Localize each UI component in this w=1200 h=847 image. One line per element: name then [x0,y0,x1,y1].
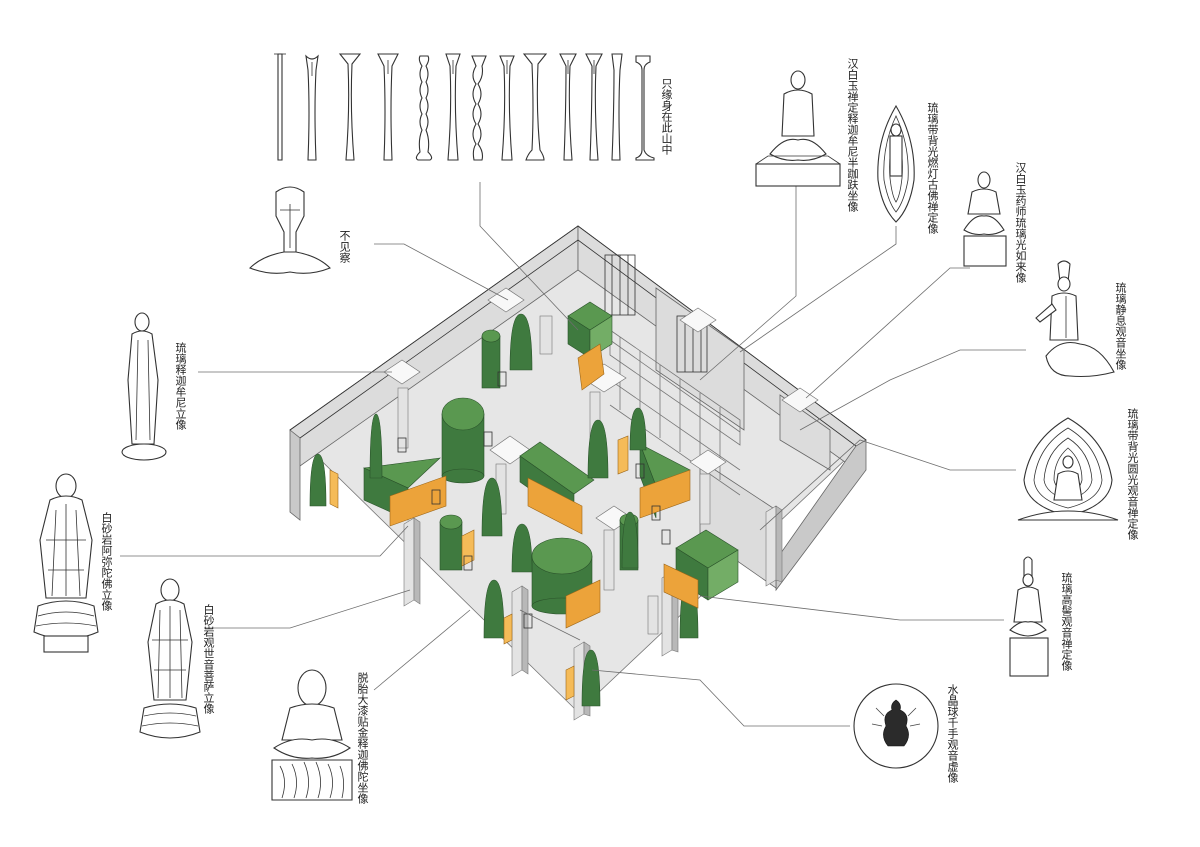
label-liuli-gaoji: 琉璃高髻观音禅定像 [1060,572,1073,671]
front-left-wall [289,429,301,521]
label-baishayan-guanyin: 白砂岩观世音菩萨立像 [202,604,215,714]
label-baishayan-amituo: 白砂岩阿弥陀佛立像 [100,512,113,611]
round-halo-icon [1017,417,1119,521]
stand-icon [445,53,461,161]
label-hanbaiyu-yaoshi: 汉白玉药师琉璃光如来像 [1014,162,1027,283]
label-liuli-yuanguang: 琉璃带背光圆光观音禅定像 [1126,408,1139,540]
stand-icon [585,53,603,161]
label-liuli-jingxi: 琉璃静息观音坐像 [1114,282,1127,370]
label-shuijing: 水晶球千手观音虚像 [946,684,959,783]
stand-icon [635,55,655,161]
pillars [403,315,783,721]
seated-buddha-icon [963,171,1007,267]
stand-icon [274,53,286,161]
seated-buddha-icon [755,70,841,187]
stand-icon [305,54,319,161]
seated-buddha-icon [249,186,331,274]
stand-icon [338,53,362,161]
label-liuli-randeng: 琉璃带背光燃灯古佛禅定像 [926,102,939,234]
stand-icon [611,53,623,161]
grid-screen [609,329,741,496]
stand-icon [377,53,399,161]
flame-halo-buddha-icon [877,104,915,223]
leader-lines [120,178,1026,727]
stand-icon [415,55,433,161]
standing-buddha-icon [121,312,167,461]
standing-bodhisattva-icon [139,578,201,739]
label-hanbaiyu-shijia: 汉白玉禅定释迦牟尼半跏趺坐像 [846,58,859,212]
standing-buddha-icon [33,473,99,653]
label-bujiancha: 不见察 [338,230,351,263]
stand-icon [559,53,577,161]
small-plinths [397,371,671,629]
crystal-ball-icon [853,683,939,769]
partition-wall-1 [655,287,745,431]
label-stands: 只缘身在此山中 [660,78,673,155]
stand-icon [522,53,548,161]
label-liuli-shijia-li: 琉璃释迦牟尼立像 [174,342,187,430]
label-tuotai: 脱胎大漆贴金释迦佛陀坐像 [356,672,369,804]
seated-guanyin-icon [1009,556,1049,677]
stand-icon [471,55,487,161]
seated-buddha-icon [271,669,353,801]
seated-guanyin-icon [1035,260,1115,378]
partition-wall-3 [779,394,831,471]
room-model [289,225,867,721]
stand-icon [499,55,515,161]
stands-row [274,53,655,161]
